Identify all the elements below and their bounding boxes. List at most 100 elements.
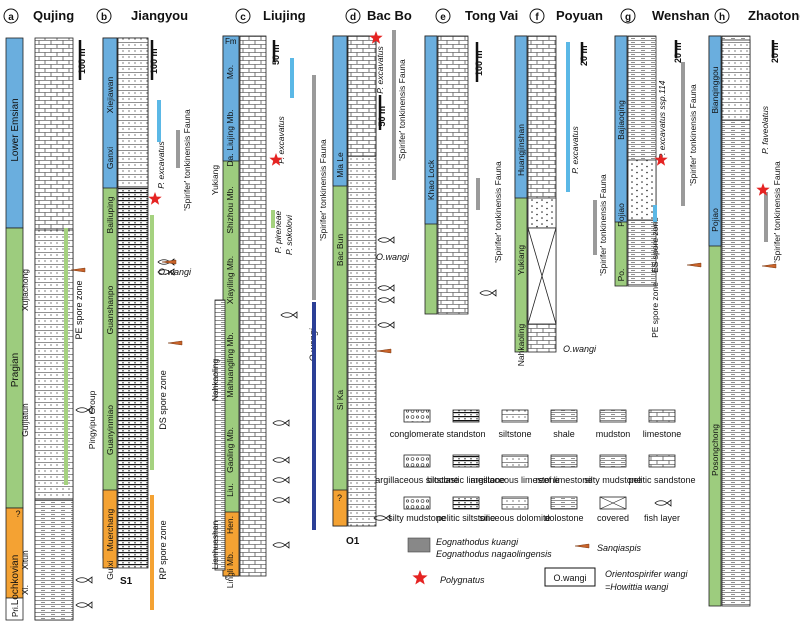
column-name: Wenshan (652, 8, 710, 23)
zhaotong-stage-emsian (708, 35, 722, 247)
legend-item: pelitic sandstone (628, 454, 696, 485)
legend-item: mudston (596, 409, 630, 439)
legend-item: silty mudstone (388, 496, 446, 523)
sanqiaspis-shape (574, 543, 590, 549)
sanqiaspis-shape (686, 262, 702, 268)
formation-label: Mo. (225, 65, 235, 79)
legend-label: limestone (643, 429, 682, 439)
column-letter: h (719, 12, 725, 23)
formation-label: Yukiang (210, 165, 220, 196)
poyuan-sand (527, 197, 557, 229)
fauna-label: 'Spirifer' tonkinensis Fauna (397, 59, 407, 161)
legend-item: bioclastic limestone (427, 454, 505, 485)
column-name: Poyuan (556, 8, 603, 23)
base-label: S1 (120, 576, 133, 587)
fauna-label: 'Spirifer' tonkinensis Fauna (493, 161, 503, 263)
wenshan-sand (627, 159, 657, 221)
sanqiaspis-icon (574, 543, 590, 549)
range-bar (593, 200, 597, 255)
zone-label: DS spore zone (158, 370, 168, 430)
legend-label: dolostone (544, 513, 583, 523)
zone-label: RP spore zone (158, 520, 168, 579)
legend-item: pelitic siltstone (437, 496, 496, 523)
formation-label: Bailiuping (105, 196, 115, 233)
column-name: Tong Vai (465, 8, 518, 23)
formation-label: Guanshanpo (105, 285, 115, 334)
formation-label: Nahkaoling (516, 323, 526, 366)
fauna-label: 'Spirifer' tonkinensis Fauna (182, 109, 192, 211)
formation-label: Khao Lock (426, 159, 436, 200)
formation-fm-label: Fm (225, 37, 237, 46)
fish-body (373, 514, 391, 522)
formation-label: Guanyinmiao (105, 405, 115, 455)
stage-label: Pri. (11, 605, 20, 617)
formation-label: Xi. (20, 585, 30, 595)
zhaotong-upper-column (721, 39, 751, 121)
uncertain-mark: ? (15, 509, 20, 519)
fish-layer-icon (377, 236, 395, 244)
legend-swatch (452, 496, 480, 510)
formation-label: Pojiao (616, 203, 626, 227)
formation-label: Yukiang (516, 245, 526, 276)
formation-label: Po. (616, 269, 626, 282)
fish-layer-icon (75, 576, 93, 584)
qujing-base-column (34, 499, 74, 621)
range-bar (653, 205, 657, 222)
column-letter: e (440, 12, 446, 23)
zone-label: PE spore zone (74, 280, 84, 339)
formation-label: Mahuangling Mb. (225, 332, 235, 397)
legend-label: pelitic siltstone (437, 513, 496, 523)
legend-label: reef limestone (536, 475, 593, 485)
sanqiaspis-icon (686, 262, 702, 268)
fish-layer-icon (373, 514, 391, 522)
column-name: Qujing (33, 8, 74, 23)
covered-cross (527, 227, 557, 325)
legend-swatch (452, 409, 480, 423)
legend-item: siltstone (498, 409, 532, 439)
formation-label: Muerchang (105, 508, 115, 551)
eognathodus-icon (407, 537, 431, 553)
range-bar (150, 215, 154, 470)
legend-swatch (452, 454, 480, 468)
legend-label: silty mudstone (584, 475, 642, 485)
tongvai-column (437, 35, 469, 315)
formation-label: Bajiaoqing (616, 100, 626, 140)
liujing-column (239, 35, 267, 577)
tongvai-stage-emsian (424, 35, 438, 225)
taxon-label: P. excavatus ssp.114 (657, 80, 667, 159)
range-bar (64, 228, 68, 485)
polygnatus-star-icon (269, 153, 283, 166)
fauna-label: 'Spirifer' tonkinensis Fauna (772, 161, 782, 263)
formation-label: Xiejiawan (105, 77, 115, 114)
scale-label: 100 m (77, 48, 87, 74)
formation-label: Da. (225, 153, 235, 166)
sanqiaspis-icon (70, 267, 86, 273)
taxon-label: P. excavatus (276, 115, 286, 163)
owangi-box (544, 567, 596, 587)
legend-label: covered (597, 513, 629, 523)
legend-item: limestone (643, 409, 682, 439)
fish-body (272, 456, 290, 464)
formation-label: Ganxi (105, 147, 115, 169)
taxon-label: O.wangi (563, 344, 597, 354)
bacbo-upper-column (347, 35, 377, 157)
jiangyou-upper-column (117, 37, 149, 189)
legend-swatch (403, 409, 431, 423)
formation-label: Shizhou Mb. (225, 186, 235, 233)
fauna-label: 'Spirifer' tonkinensis Fauna (688, 84, 698, 186)
range-bar (312, 75, 316, 300)
formation-label: Nahkaoling (210, 358, 220, 401)
formation-label: Hen. (225, 516, 235, 534)
formation-label: Lingli Mb. (225, 552, 235, 588)
legend-label: Eognathodus nagaolingensis (436, 549, 552, 559)
fish-body (280, 311, 298, 319)
formation-label: Xiayiling Mb. (225, 256, 235, 304)
scale-label: 20 m (770, 42, 780, 63)
legend-swatch (501, 409, 529, 423)
sanqiaspis-shape (167, 340, 183, 346)
scale-label: 100 m (149, 48, 159, 74)
formation-label: Guijiatun (20, 403, 30, 437)
formation-label: Pingyipu Group (87, 390, 97, 449)
fish-layer-icon (272, 456, 290, 464)
legend-label: silty mudstone (388, 513, 446, 523)
